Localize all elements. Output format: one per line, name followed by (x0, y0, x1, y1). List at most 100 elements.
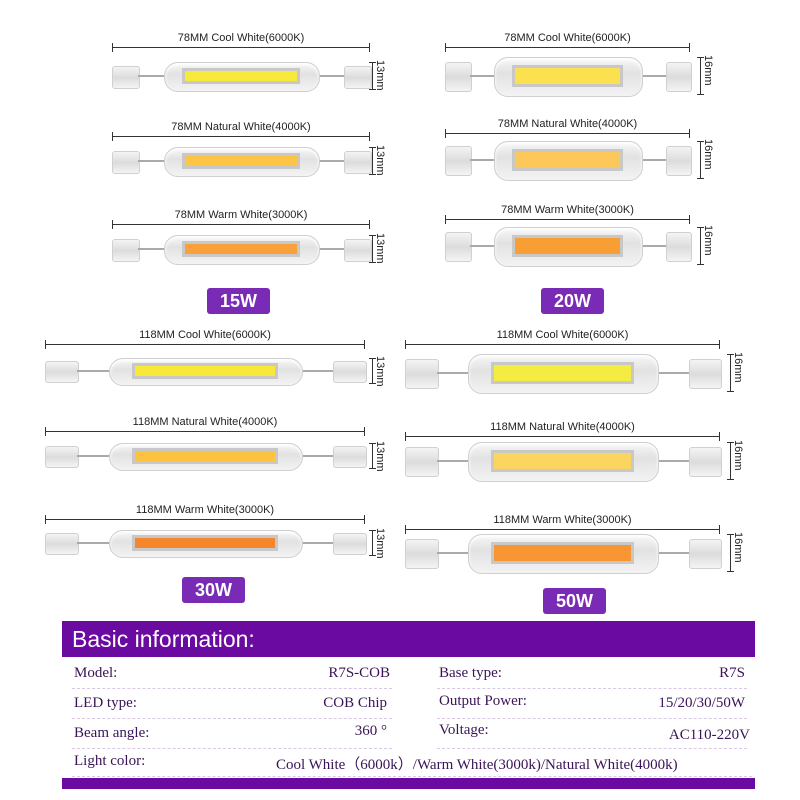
led-type-label: LED type: (74, 695, 137, 711)
model-label: Model: (74, 665, 118, 681)
bulb-end-cap (344, 65, 372, 89)
info-row-light-color: Light color: Cool White（6000k）/Warm Whit… (62, 748, 755, 777)
cob-chip (182, 152, 300, 170)
bulb-label: 118MM Natural White(4000K) (490, 421, 635, 433)
length-measure-line (112, 220, 370, 229)
diameter-label: 13mm (374, 60, 386, 91)
bulb-end-cap (45, 361, 79, 383)
diameter-measure-line (697, 57, 704, 95)
cob-chip (511, 64, 624, 88)
bulb-end-cap (333, 446, 367, 468)
diameter-label: 13mm (374, 528, 386, 559)
length-measure-line (112, 132, 370, 141)
bulb-end-cap (688, 358, 722, 390)
diameter-measure-line (697, 227, 704, 265)
wattage-badge: 50W (543, 588, 606, 614)
cob-chip (182, 67, 300, 85)
diameter-label: 13mm (374, 441, 386, 472)
length-measure-line (445, 43, 690, 52)
output-power-label: Output Power: (439, 693, 527, 709)
diameter-label: 16mm (732, 352, 744, 383)
led-type-value: COB Chip (323, 695, 387, 711)
bulb-end-cap (344, 238, 372, 262)
diameter-measure-line (369, 147, 376, 175)
info-row-beam: Beam angle: 360 ° Voltage: AC110-220V (62, 718, 755, 749)
bulb-end-cap (45, 446, 79, 468)
diameter-measure-line (727, 534, 734, 572)
output-power-value: 15/20/30/50W (658, 695, 745, 711)
bulb-end-cap (688, 446, 722, 478)
bulb-end-cap (445, 145, 472, 177)
bulb-label: 118MM Natural White(4000K) (132, 416, 278, 428)
bulb-end-cap (45, 533, 79, 555)
length-measure-line (405, 525, 720, 534)
base-type-label: Base type: (439, 665, 502, 681)
diameter-measure-line (369, 443, 376, 469)
bulb-end-cap (112, 150, 140, 174)
cob-chip (182, 240, 300, 258)
bulb-label: 78MM Cool White(6000K) (504, 32, 631, 44)
bulb-label: 118MM Warm White(3000K) (493, 514, 632, 526)
bulb-end-cap (688, 538, 722, 570)
diameter-measure-line (727, 354, 734, 392)
length-measure-line (45, 340, 365, 349)
bulb-end-cap (665, 231, 692, 263)
bulb-end-cap (445, 61, 472, 93)
diameter-label: 16mm (732, 532, 744, 563)
cob-chip (490, 541, 635, 565)
bulb-end-cap (333, 361, 367, 383)
diameter-measure-line (369, 235, 376, 263)
beam-angle-value: 360 ° (354, 723, 387, 739)
light-color-label: Light color: (74, 753, 146, 769)
bulb-end-cap (112, 238, 140, 262)
cob-chip (132, 363, 278, 379)
bulb-label: 78MM Natural White(4000K) (171, 121, 311, 133)
cob-chip (511, 148, 624, 172)
length-measure-line (445, 129, 690, 138)
bulb-label: 78MM Natural White(4000K) (497, 118, 638, 130)
bulb-end-cap (405, 446, 439, 478)
length-measure-line (405, 432, 720, 441)
bulb-label: 118MM Cool White(6000K) (139, 329, 271, 341)
voltage-value: AC110-220V (668, 727, 750, 743)
diameter-measure-line (697, 141, 704, 179)
basic-info-header: Basic information: (62, 621, 755, 657)
model-value: R7S-COB (328, 665, 390, 681)
cob-chip (132, 448, 278, 464)
bulb-end-cap (405, 538, 439, 570)
bulb-end-cap (665, 145, 692, 177)
info-row-led: LED type: COB Chip Output Power: 15/20/3… (62, 690, 755, 719)
diameter-measure-line (727, 442, 734, 480)
bulb-end-cap (445, 231, 472, 263)
wattage-badge: 30W (182, 577, 245, 603)
bulb-label: 78MM Warm White(3000K) (174, 209, 308, 221)
bulb-end-cap (665, 61, 692, 93)
diameter-label: 13mm (374, 356, 386, 387)
info-row-model: Model: R7S-COB Base type: R7S (62, 660, 755, 689)
diameter-label: 16mm (702, 55, 714, 86)
diameter-measure-line (369, 62, 376, 90)
bulb-label: 78MM Cool White(6000K) (177, 32, 305, 44)
length-measure-line (445, 215, 690, 224)
light-color-value: Cool White（6000k）/Warm White(3000k)/Natu… (276, 757, 678, 773)
voltage-label: Voltage: (439, 722, 489, 738)
beam-angle-label: Beam angle: (74, 725, 150, 741)
length-measure-line (405, 340, 720, 349)
length-measure-line (112, 43, 370, 52)
length-measure-line (45, 515, 365, 524)
cob-chip (132, 535, 278, 551)
base-type-value: R7S (719, 665, 745, 681)
wattage-badge: 20W (541, 288, 604, 314)
cob-chip (490, 361, 635, 385)
diameter-label: 16mm (732, 440, 744, 471)
bulb-label: 118MM Cool White(6000K) (496, 329, 629, 341)
diameter-label: 16mm (702, 225, 714, 256)
bulb-label: 118MM Warm White(3000K) (135, 504, 275, 516)
wattage-badge: 15W (207, 288, 270, 314)
cob-chip (511, 234, 624, 258)
bulb-end-cap (344, 150, 372, 174)
diameter-label: 13mm (374, 233, 386, 264)
cob-chip (490, 449, 635, 473)
length-measure-line (45, 427, 365, 436)
bulb-label: 78MM Warm White(3000K) (501, 204, 634, 216)
